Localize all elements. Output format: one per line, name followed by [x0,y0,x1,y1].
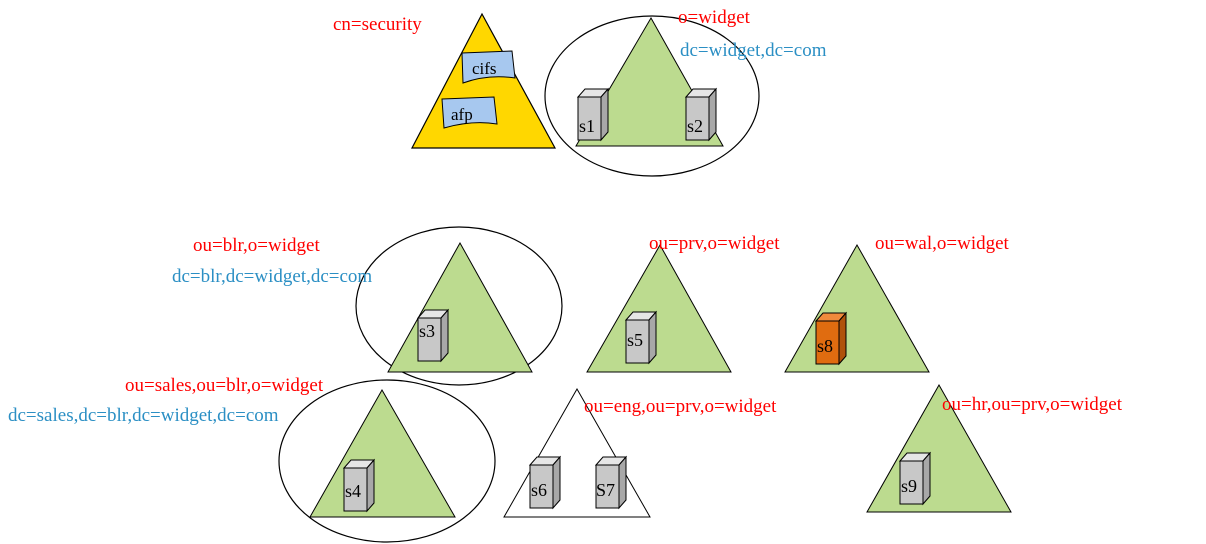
prv-triangle [586,243,732,373]
blr-dc-label: dc=blr,dc=widget,dc=com [172,266,372,287]
server-s5-label: s5 [627,330,643,350]
security-label: cn=security [333,14,422,35]
tree-eng: s6 S7 ou=eng,ou=prv,o=widget [503,387,777,518]
blr-label: ou=blr,o=widget [193,235,320,256]
doc-cifs-label: cifs [472,59,497,78]
tree-wal: s8 ou=wal,o=widget [784,233,1010,373]
doc-afp: afp [441,96,498,129]
tree-prv: s5 ou=prv,o=widget [586,233,780,373]
server-s1-label: s1 [579,116,595,136]
sales-dc-label: dc=sales,dc=blr,dc=widget,dc=com [8,405,279,426]
server-s3: s3 [416,308,450,363]
sales-dc-ellipse [278,379,496,543]
server-s7-label: S7 [596,480,615,500]
server-s9-label: s9 [901,476,917,496]
wal-label: ou=wal,o=widget [875,233,1010,254]
sales-triangle [309,388,456,518]
hr-label: ou=hr,ou=prv,o=widget [942,394,1123,415]
tree-blr: s3 ou=blr,o=widget dc=blr,dc=widget,dc=c… [172,226,563,386]
security-tree: cn=security cifs afp [333,12,557,149]
server-s2-label: s2 [687,116,703,136]
server-s3-label: s3 [419,321,435,341]
server-s7: S7 [594,455,628,510]
server-s9: s9 [898,451,932,506]
server-s5: s5 [624,310,658,365]
blr-triangle [387,241,533,373]
prv-label: ou=prv,o=widget [649,233,780,254]
tree-sales: s4 ou=sales,ou=blr,o=widget dc=sales,dc=… [8,375,496,543]
server-s4: s4 [342,458,376,513]
server-s6: s6 [528,455,562,510]
server-s4-label: s4 [345,481,361,501]
widget-dc-ellipse [544,15,760,177]
tree-hr: s9 ou=hr,ou=prv,o=widget [866,383,1123,513]
wal-triangle [784,243,930,373]
doc-cifs: cifs [461,50,516,84]
eng-label: ou=eng,ou=prv,o=widget [584,396,777,417]
server-s8: s8 [814,311,848,366]
tree-widget: s1 s2 o=widget dc=widget,dc=com [544,7,827,177]
server-s1: s1 [576,87,610,142]
widget-dc-label: dc=widget,dc=com [680,40,827,61]
server-s6-label: s6 [531,480,547,500]
blr-dc-ellipse [355,226,563,386]
server-s8-label: s8 [817,336,833,356]
widget-label: o=widget [678,7,751,28]
server-s2: s2 [684,87,718,142]
doc-afp-label: afp [451,105,473,124]
sales-label: ou=sales,ou=blr,o=widget [125,375,324,396]
security-triangle [411,12,557,149]
